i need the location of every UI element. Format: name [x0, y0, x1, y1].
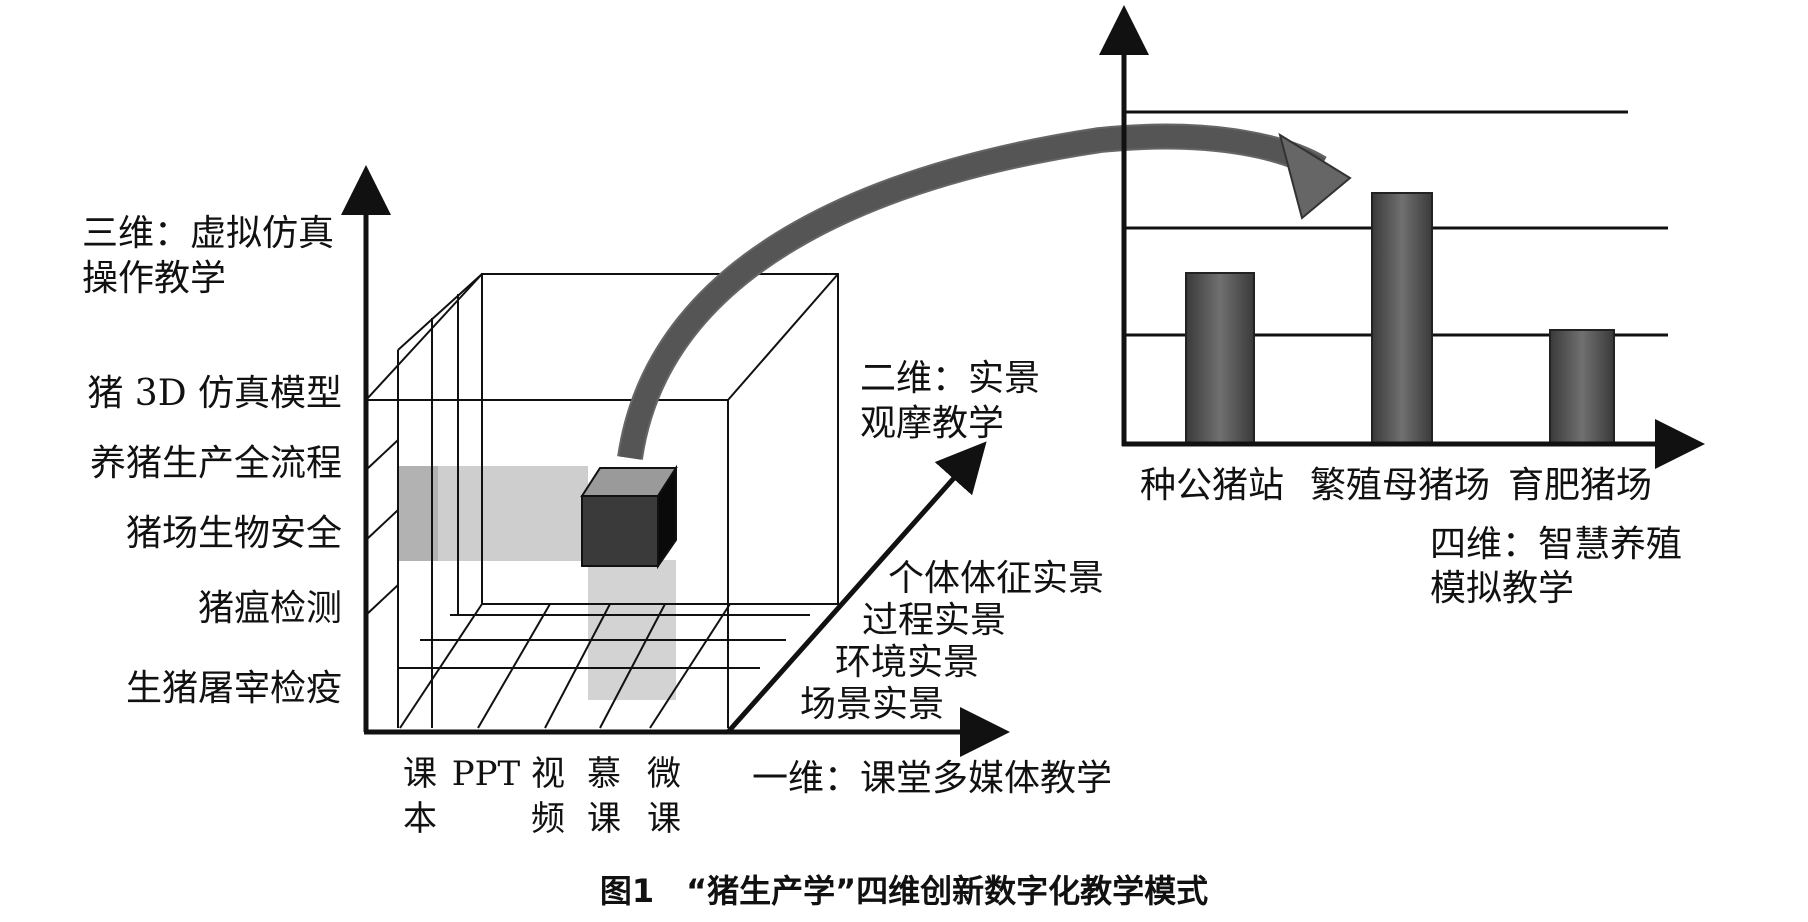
horizontal-items: 课 本 PPT 视 频 慕 课 微 课 [403, 754, 681, 839]
horizontal-axis-title: 一维：课堂多媒体教学 [752, 758, 1112, 799]
category-label: 育肥猪场 [1508, 465, 1652, 506]
figure-caption: 图1 “猪生产学”四维创新数字化教学模式 [600, 872, 1208, 910]
vertical-items: 猪 3D 仿真模型 养猪生产全流程 猪场生物安全 猪瘟检测 生猪屠宰检疫 [87, 373, 342, 709]
depth-item: 个体体征实景 [888, 558, 1104, 599]
vertical-axis-title-line2: 操作教学 [82, 258, 226, 299]
right-axis-title-line2: 模拟教学 [1430, 568, 1574, 609]
depth-items: 个体体征实景 过程实景 环境实景 场景实景 [800, 558, 1104, 725]
left-3d-chart: 三维：虚拟仿真 操作教学 猪 3D 仿真模型 养猪生产全流程 猪场生物安全 猪瘟… [82, 165, 1112, 839]
depth-item: 过程实景 [862, 600, 1006, 641]
curved-arrow-head [1278, 132, 1352, 220]
grid-lines [365, 273, 839, 729]
highlight-cube [580, 464, 678, 570]
bar-种公猪站 [1185, 272, 1255, 444]
vertical-item: 猪场生物安全 [126, 513, 342, 554]
depth-item: 环境实景 [835, 642, 979, 683]
vertical-item: 猪瘟检测 [198, 588, 342, 629]
horizontal-item-line1: PPT [452, 754, 521, 794]
horizontal-item-line2: 频 [531, 799, 565, 839]
vertical-item: 养猪生产全流程 [90, 443, 342, 484]
horizontal-item-line2: 课 [647, 799, 681, 839]
curved-arrow [617, 123, 1352, 460]
horizontal-item-line1: 微 [647, 754, 681, 794]
right-axis-title-line1: 四维：智慧养殖 [1430, 524, 1682, 565]
bar-繁殖母猪场 [1371, 192, 1433, 444]
horizontal-item-line2: 本 [403, 799, 437, 839]
horizontal-item-line1: 慕 [587, 754, 621, 794]
vertical-item: 猪 3D 仿真模型 [87, 373, 342, 414]
category-label: 种公猪站 [1140, 465, 1284, 506]
horizontal-item-line1: 课 [403, 754, 437, 794]
depth-axis-title-line2: 观摩教学 [860, 403, 1004, 444]
horizontal-item-line2: 课 [587, 799, 621, 839]
depth-axis-title-line1: 二维：实景 [860, 358, 1040, 399]
vertical-axis-title-line1: 三维：虚拟仿真 [82, 213, 334, 254]
axes [341, 165, 1010, 757]
vertical-item: 生猪屠宰检疫 [126, 668, 342, 709]
right-categories: 种公猪站 繁殖母猪场 育肥猪场 [1140, 465, 1652, 506]
depth-item: 场景实景 [800, 684, 944, 725]
category-label: 繁殖母猪场 [1310, 465, 1490, 506]
horizontal-item-line1: 视 [531, 754, 565, 794]
bar-育肥猪场 [1549, 329, 1615, 444]
depth-axis [726, 441, 987, 734]
highlight-vertical-band [588, 560, 676, 700]
right-bar-chart: 种公猪站 繁殖母猪场 育肥猪场 四维：智慧养殖 模拟教学 [1099, 5, 1705, 609]
